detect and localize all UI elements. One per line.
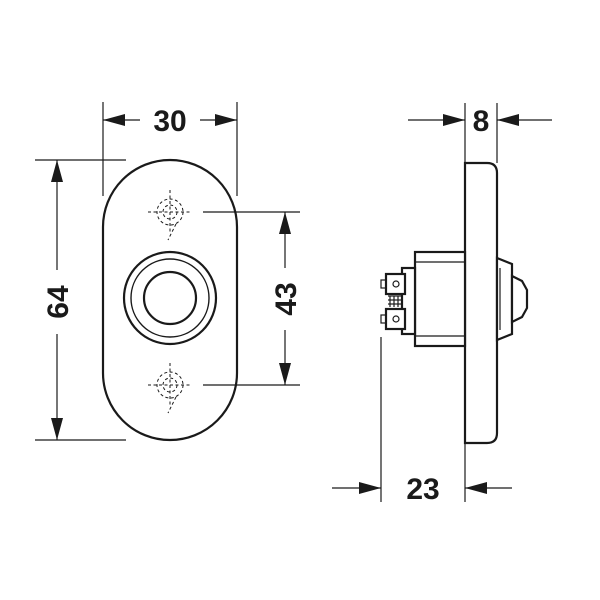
plate-thickness-label: 8	[473, 105, 490, 138]
side-plate	[463, 161, 499, 445]
arrow-icon	[359, 482, 381, 494]
front-view: 30 64 43	[35, 102, 303, 442]
hole-spacing-dimension: 43	[203, 211, 303, 386]
arrow-icon	[497, 114, 519, 126]
height-dimension: 64	[35, 159, 126, 441]
side-button	[495, 256, 529, 342]
hole-spacing-label: 43	[270, 282, 303, 315]
terminals	[380, 272, 407, 331]
arrow-icon	[443, 114, 465, 126]
rear-housing	[400, 250, 467, 348]
width-dimension: 30	[102, 102, 238, 196]
depth-dimension: 23	[332, 337, 512, 506]
height-label: 64	[42, 285, 75, 319]
arrow-icon	[51, 418, 63, 440]
lower-screw-hole	[148, 363, 192, 414]
plate-thickness-dimension: 8	[408, 103, 552, 163]
arrow-icon	[215, 114, 237, 126]
side-view: 8 23	[332, 103, 552, 506]
arrow-icon	[279, 212, 291, 234]
upper-screw-hole	[148, 190, 192, 241]
arrow-icon	[465, 482, 487, 494]
arrow-icon	[51, 160, 63, 182]
depth-label: 23	[406, 473, 439, 506]
arrow-icon	[103, 114, 125, 126]
width-label: 30	[153, 105, 186, 138]
push-button	[122, 250, 218, 346]
arrow-icon	[279, 363, 291, 385]
